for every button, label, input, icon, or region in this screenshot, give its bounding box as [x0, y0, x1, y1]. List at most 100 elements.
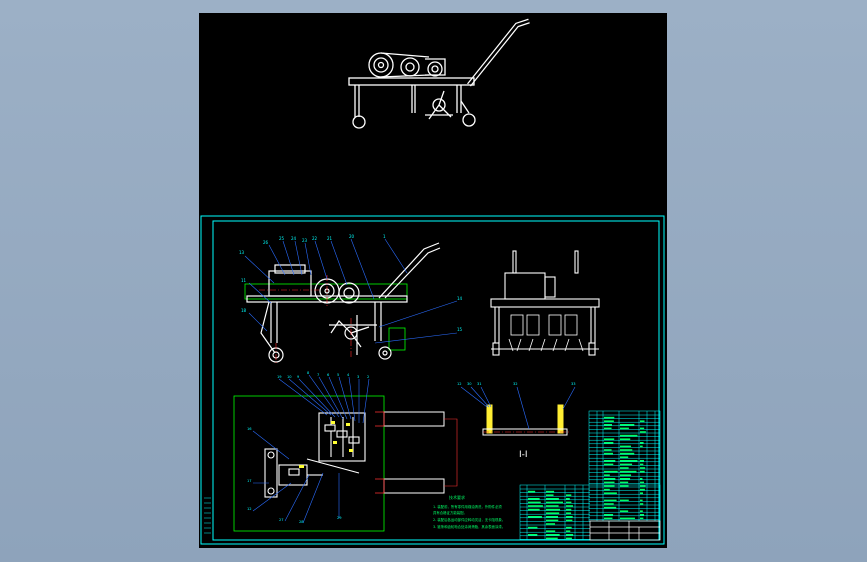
- cell-text-mark: [566, 501, 572, 504]
- cell-text-mark: [604, 416, 615, 419]
- cell-text-mark: [604, 506, 617, 509]
- cell-text-mark: [566, 526, 572, 529]
- cell-text-mark: [566, 498, 570, 500]
- cell-text-mark: [640, 420, 645, 422]
- svg-text:22: 22: [312, 236, 318, 241]
- parts-list-table: [519, 410, 661, 541]
- cell-text-mark: [546, 494, 554, 496]
- svg-text:12: 12: [247, 507, 252, 511]
- cell-text-mark: [546, 505, 559, 507]
- cell-text-mark: [604, 442, 614, 444]
- cell-text-mark: [528, 534, 538, 536]
- cell-text-mark: [604, 499, 617, 502]
- svg-text:29: 29: [337, 516, 342, 520]
- cell-text-mark: [640, 470, 645, 473]
- svg-text:3: 3: [357, 375, 359, 379]
- cell-text-mark: [566, 519, 573, 522]
- svg-text:23: 23: [302, 238, 308, 243]
- title-block: [589, 520, 661, 541]
- cell-text-mark: [640, 445, 643, 448]
- cell-text-mark: [620, 478, 631, 480]
- svg-text:11: 11: [241, 278, 247, 283]
- technical-notes: 技术要求 1. 装配前，所有零件用煤油清洗，外购件必须 具有合格证方能装配。 2…: [433, 494, 505, 529]
- cell-text-mark: [640, 517, 644, 520]
- cell-text-mark: [528, 498, 540, 500]
- cell-text-mark: [640, 467, 646, 469]
- cell-text-mark: [604, 474, 610, 476]
- section-label: I-I: [519, 450, 528, 460]
- cell-text-mark: [640, 442, 644, 444]
- svg-text:15: 15: [457, 327, 463, 332]
- section-view: 12 30 31 32 33 I-I: [457, 382, 576, 460]
- cell-text-mark: [640, 478, 643, 480]
- svg-text:32: 32: [513, 382, 518, 386]
- cell-text-mark: [566, 508, 572, 511]
- svg-text:9: 9: [297, 375, 300, 379]
- svg-text:33: 33: [571, 382, 576, 386]
- cell-text-mark: [620, 470, 637, 473]
- cell-text-mark: [620, 485, 629, 487]
- cell-text-mark: [620, 424, 635, 426]
- cell-text-mark: [640, 463, 644, 466]
- cell-text-mark: [566, 530, 571, 532]
- cell-text-mark: [528, 526, 538, 529]
- cell-text-mark: [620, 445, 631, 448]
- cell-text-mark: [620, 449, 633, 451]
- svg-text:31: 31: [477, 382, 482, 386]
- svg-text:10: 10: [287, 375, 292, 379]
- cell-text-mark: [604, 449, 612, 451]
- svg-text:17: 17: [247, 479, 252, 483]
- cell-text-mark: [620, 460, 638, 462]
- cell-text-mark: [604, 470, 618, 473]
- cell-text-mark: [604, 478, 616, 480]
- cell-text-mark: [604, 517, 613, 520]
- svg-text:26: 26: [263, 240, 269, 245]
- svg-text:30: 30: [467, 382, 472, 386]
- cell-text-mark: [604, 514, 614, 516]
- note-line: 2. 装配后各运动部件应转动灵活，无卡阻现象。: [433, 517, 505, 522]
- cell-text-mark: [566, 516, 573, 518]
- svg-text:8: 8: [307, 371, 310, 375]
- svg-text:12: 12: [457, 382, 462, 386]
- cell-text-mark: [528, 505, 543, 507]
- cell-text-mark: [604, 460, 616, 462]
- cell-text-mark: [620, 499, 629, 502]
- cell-text-mark: [620, 434, 638, 437]
- cell-text-mark: [640, 510, 643, 512]
- cell-text-mark: [640, 460, 644, 462]
- cell-text-mark: [604, 452, 613, 455]
- cell-text-mark: [640, 481, 645, 484]
- cell-text-mark: [620, 456, 629, 458]
- cell-text-mark: [566, 534, 574, 536]
- cell-text-mark: [604, 488, 610, 491]
- cell-text-mark: [546, 490, 555, 493]
- svg-text:4: 4: [347, 373, 350, 377]
- cell-text-mark: [640, 427, 645, 430]
- svg-text:16: 16: [247, 427, 252, 431]
- cell-text-mark: [604, 427, 612, 430]
- note-line: 1. 装配前，所有零件用煤油清洗，外购件必须: [433, 504, 502, 509]
- cell-text-mark: [620, 510, 629, 512]
- svg-text:7: 7: [317, 373, 319, 377]
- svg-text:24: 24: [291, 236, 297, 241]
- main-view-side: [490, 250, 600, 356]
- cell-text-mark: [546, 501, 563, 504]
- cell-text-mark: [604, 420, 614, 422]
- cell-text-mark: [546, 519, 559, 522]
- cell-text-mark: [546, 498, 559, 500]
- cell-text-mark: [528, 508, 540, 511]
- preview-machine-sideview: [348, 18, 530, 129]
- cell-text-mark: [546, 523, 556, 525]
- cell-text-mark: [546, 508, 561, 511]
- svg-text:13: 13: [239, 250, 245, 255]
- cell-text-mark: [640, 503, 644, 505]
- cell-text-mark: [604, 424, 612, 426]
- cell-text-mark: [604, 503, 614, 505]
- svg-text:21: 21: [327, 236, 333, 241]
- cell-text-mark: [640, 485, 646, 487]
- cell-text-mark: [620, 517, 635, 520]
- cell-text-mark: [566, 494, 572, 496]
- svg-text:1: 1: [383, 234, 386, 239]
